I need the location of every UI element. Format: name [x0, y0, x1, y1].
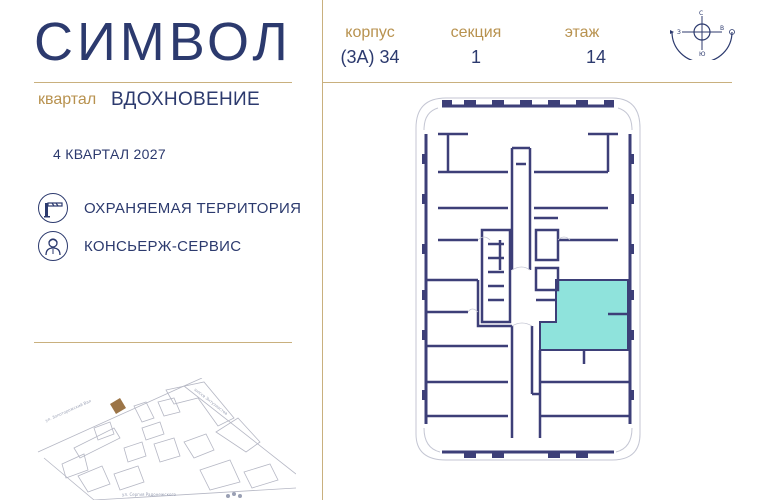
divider-top: [34, 82, 292, 83]
divider-bottom: [34, 342, 292, 343]
sun-icon: [729, 29, 735, 35]
delivery-date: 4 КВАРТАЛ 2027: [53, 146, 166, 162]
feature-concierge: КОНСЬЕРЖ-СЕРВИС: [38, 229, 241, 263]
floor-value: 14: [585, 47, 607, 67]
compass-north: С: [699, 10, 703, 17]
building-marker: [110, 398, 126, 414]
compass-east: В: [720, 25, 724, 32]
floor-plan: [415, 97, 641, 461]
feature-security-label: ОХРАНЯЕМАЯ ТЕРРИТОРИЯ: [84, 199, 302, 217]
district-prefix: квартал: [38, 91, 97, 108]
column-divider: [322, 0, 323, 500]
brand-logo: СИМВОЛ: [34, 12, 292, 72]
feature-security: ОХРАНЯЕМАЯ ТЕРРИТОРИЯ: [38, 191, 301, 225]
section-value: 1: [470, 47, 481, 67]
header-divider: [322, 82, 732, 83]
svg-text:ул. Сергия Радонежского: ул. Сергия Радонежского: [122, 492, 177, 497]
svg-text:ул. Золоторожский Вал: ул. Золоторожский Вал: [44, 398, 92, 423]
concierge-person-icon: [38, 231, 68, 261]
floor-label: этаж: [564, 24, 600, 41]
barrier-gate-icon: [38, 193, 68, 223]
compass-south: Ю: [699, 51, 706, 58]
site-map: ул. Золоторожский Вал шоссе Энтузиастов …: [37, 378, 296, 500]
district-name: ВДОХНОВЕНИЕ: [111, 89, 260, 110]
feature-concierge-label: КОНСЬЕРЖ-СЕРВИС: [84, 237, 242, 255]
building-value: (3А) 34: [340, 47, 400, 67]
section-label: секция: [450, 24, 502, 41]
compass-icon: С Ю З В: [670, 10, 735, 60]
compass-west: З: [677, 29, 681, 36]
building-label: корпус: [345, 24, 395, 41]
